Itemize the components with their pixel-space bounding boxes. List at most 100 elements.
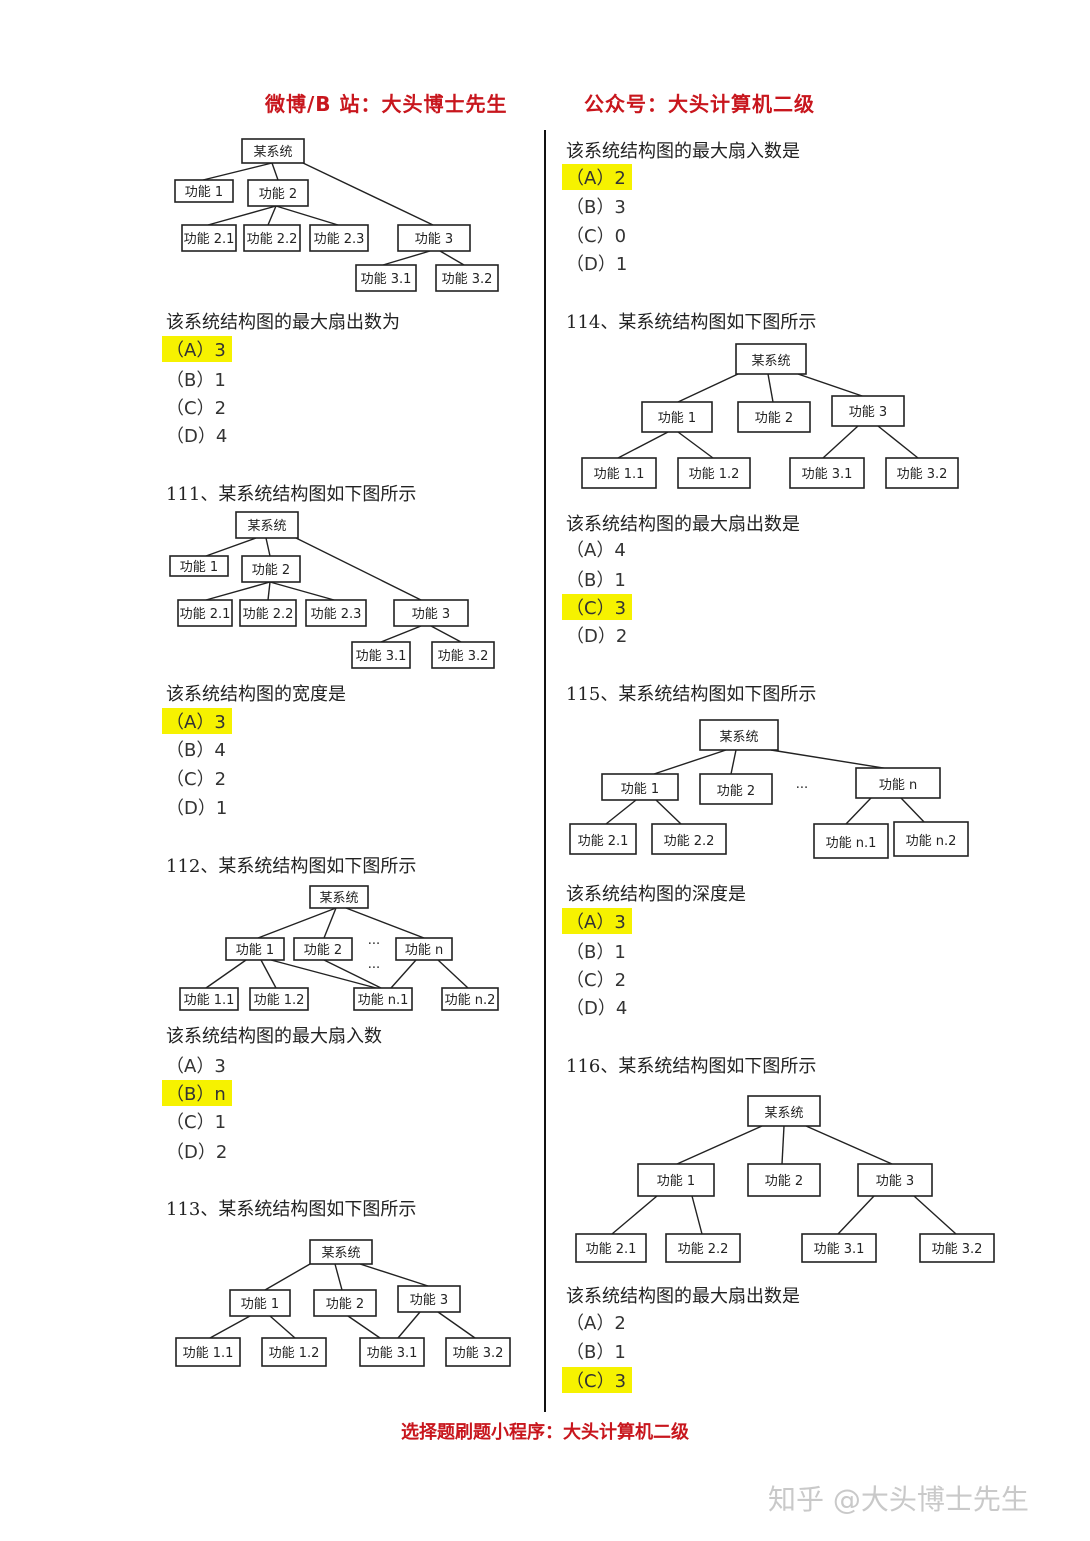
question-text: 该系统结构图的宽度是 xyxy=(166,684,346,705)
node-f31: 功能 3.1 xyxy=(356,649,407,664)
footer-miniprogram: 选择题刷题小程序：大头计算机二级 xyxy=(401,1422,689,1443)
question-text: 该系统结构图的最大扇出数是 xyxy=(566,514,800,535)
diagram-q110: 某系统 功能 1 功能 2 功能 2.1 功能 2.2 功能 2.3 功能 3 … xyxy=(174,138,499,292)
node-fn2: 功能 n.2 xyxy=(445,993,496,1008)
option-b: （B）1 xyxy=(566,1342,626,1363)
node-f22: 功能 2.2 xyxy=(247,232,298,247)
node-root: 某系统 xyxy=(253,145,292,160)
node-root: 某系统 xyxy=(751,354,790,369)
question-text: 该系统结构图的最大扇入数是 xyxy=(566,141,800,162)
node-f22: 功能 2.2 xyxy=(678,1242,729,1257)
node-f1: 功能 1 xyxy=(658,411,696,426)
node-f1: 功能 1 xyxy=(657,1174,695,1189)
diagram-q114: 某系统 功能 1 功能 2 功能 3 功能 1.1 功能 1.2 功能 3.1 … xyxy=(581,343,959,489)
node-f2: 功能 2 xyxy=(259,187,297,202)
option-b: （B）1 xyxy=(166,370,226,391)
node-f2: 功能 2 xyxy=(304,943,342,958)
option-c-correct: （C）3 xyxy=(562,594,633,620)
node-f2: 功能 2 xyxy=(755,411,793,426)
node-f21: 功能 2.1 xyxy=(578,834,629,849)
option-d: （D）1 xyxy=(566,254,628,275)
node-f21: 功能 2.1 xyxy=(184,232,235,247)
node-f11: 功能 1.1 xyxy=(184,993,235,1008)
node-f22: 功能 2.2 xyxy=(664,834,715,849)
option-c: （C）2 xyxy=(166,769,227,790)
node-fn2: 功能 n.2 xyxy=(906,834,957,849)
option-c-correct: （C）3 xyxy=(562,1367,633,1393)
question-text: 该系统结构图的最大扇出数为 xyxy=(166,312,400,333)
question-title: 111、某系统结构图如下图所示 xyxy=(166,484,417,505)
diagram-q112: 某系统 功能 1 功能 2 ··· ··· 功能 n 功能 1.1 功能 1.2… xyxy=(179,885,499,1011)
node-f32: 功能 3.2 xyxy=(442,272,493,287)
option-b: （B）1 xyxy=(566,942,626,963)
option-c: （C）0 xyxy=(566,226,627,247)
node-fn1: 功能 n.1 xyxy=(826,836,877,851)
option-a: （A）2 xyxy=(566,1313,626,1334)
node-f3: 功能 3 xyxy=(849,405,887,420)
question-title: 114、某系统结构图如下图所示 xyxy=(566,312,817,333)
question-text: 该系统结构图的深度是 xyxy=(566,884,746,905)
node-f21: 功能 2.1 xyxy=(180,607,231,622)
node-f23: 功能 2.3 xyxy=(314,232,365,247)
option-c: （C）2 xyxy=(566,970,627,991)
option-a-correct: （A）2 xyxy=(562,164,632,190)
node-f31: 功能 3.1 xyxy=(802,467,853,482)
option-a-correct: （A）3 xyxy=(162,708,232,734)
node-f1: 功能 1 xyxy=(236,943,274,958)
node-root: 某系统 xyxy=(319,891,358,906)
node-fn1: 功能 n.1 xyxy=(358,993,409,1008)
node-f31: 功能 3.1 xyxy=(367,1346,418,1361)
node-f1: 功能 1 xyxy=(241,1297,279,1312)
node-f2: 功能 2 xyxy=(717,784,755,799)
node-root: 某系统 xyxy=(764,1106,803,1121)
option-c: （C）1 xyxy=(166,1112,227,1133)
question-text: 该系统结构图的最大扇出数是 xyxy=(566,1286,800,1307)
node-f32: 功能 3.2 xyxy=(932,1242,983,1257)
question-text: 该系统结构图的最大扇入数 xyxy=(166,1026,382,1047)
question-title: 116、某系统结构图如下图所示 xyxy=(566,1056,817,1077)
ellipsis: ··· xyxy=(796,781,808,796)
option-b: （B）3 xyxy=(566,197,626,218)
node-f1: 功能 1 xyxy=(180,560,218,575)
node-root: 某系统 xyxy=(321,1246,360,1261)
node-f32: 功能 3.2 xyxy=(438,649,489,664)
option-d: （D）2 xyxy=(566,626,628,647)
header-wechat: 公众号：大头计算机二级 xyxy=(584,92,815,116)
node-fn: 功能 n xyxy=(405,943,443,958)
option-d: （D）1 xyxy=(166,798,228,819)
column-divider xyxy=(544,130,546,1412)
node-f31: 功能 3.1 xyxy=(361,272,412,287)
node-f11: 功能 1.1 xyxy=(594,467,645,482)
diagram-q113: 某系统 功能 1 功能 2 功能 3 功能 1.1 功能 1.2 功能 3.1 … xyxy=(175,1239,511,1367)
node-f1: 功能 1 xyxy=(185,185,223,200)
option-c: （C）2 xyxy=(166,398,227,419)
node-root: 某系统 xyxy=(247,519,286,534)
node-f2: 功能 2 xyxy=(326,1297,364,1312)
node-f23: 功能 2.3 xyxy=(311,607,362,622)
option-d: （D）2 xyxy=(166,1142,228,1163)
node-f3: 功能 3 xyxy=(876,1174,914,1189)
question-title: 113、某系统结构图如下图所示 xyxy=(166,1199,417,1220)
node-f3: 功能 3 xyxy=(410,1293,448,1308)
node-f1: 功能 1 xyxy=(621,782,659,797)
node-f11: 功能 1.1 xyxy=(183,1346,234,1361)
diagram-q115: 某系统 功能 1 功能 2 ··· 功能 n 功能 2.1 功能 2.2 功能 … xyxy=(569,719,969,859)
node-f32: 功能 3.2 xyxy=(897,467,948,482)
question-title: 112、某系统结构图如下图所示 xyxy=(166,856,417,877)
option-a: （A）3 xyxy=(166,1056,226,1077)
node-f31: 功能 3.1 xyxy=(814,1242,865,1257)
node-f3: 功能 3 xyxy=(415,232,453,247)
node-f12: 功能 1.2 xyxy=(254,993,305,1008)
node-f2: 功能 2 xyxy=(765,1174,803,1189)
diagram-q111: 某系统 功能 1 功能 2 功能 2.1 功能 2.2 功能 2.3 功能 3 … xyxy=(169,511,495,669)
header-weibo: 微博/B 站：大头博士先生 xyxy=(265,92,508,116)
option-d: （D）4 xyxy=(166,426,228,447)
ellipsis: ··· xyxy=(368,961,380,976)
option-a-correct: （A）3 xyxy=(562,908,632,934)
node-f2: 功能 2 xyxy=(252,563,290,578)
option-a: （A）4 xyxy=(566,540,626,561)
diagram-q116: 某系统 功能 1 功能 2 功能 3 功能 2.1 功能 2.2 功能 3.1 … xyxy=(575,1095,995,1263)
node-fn: 功能 n xyxy=(879,778,917,793)
question-title: 115、某系统结构图如下图所示 xyxy=(566,684,817,705)
node-root: 某系统 xyxy=(719,730,758,745)
